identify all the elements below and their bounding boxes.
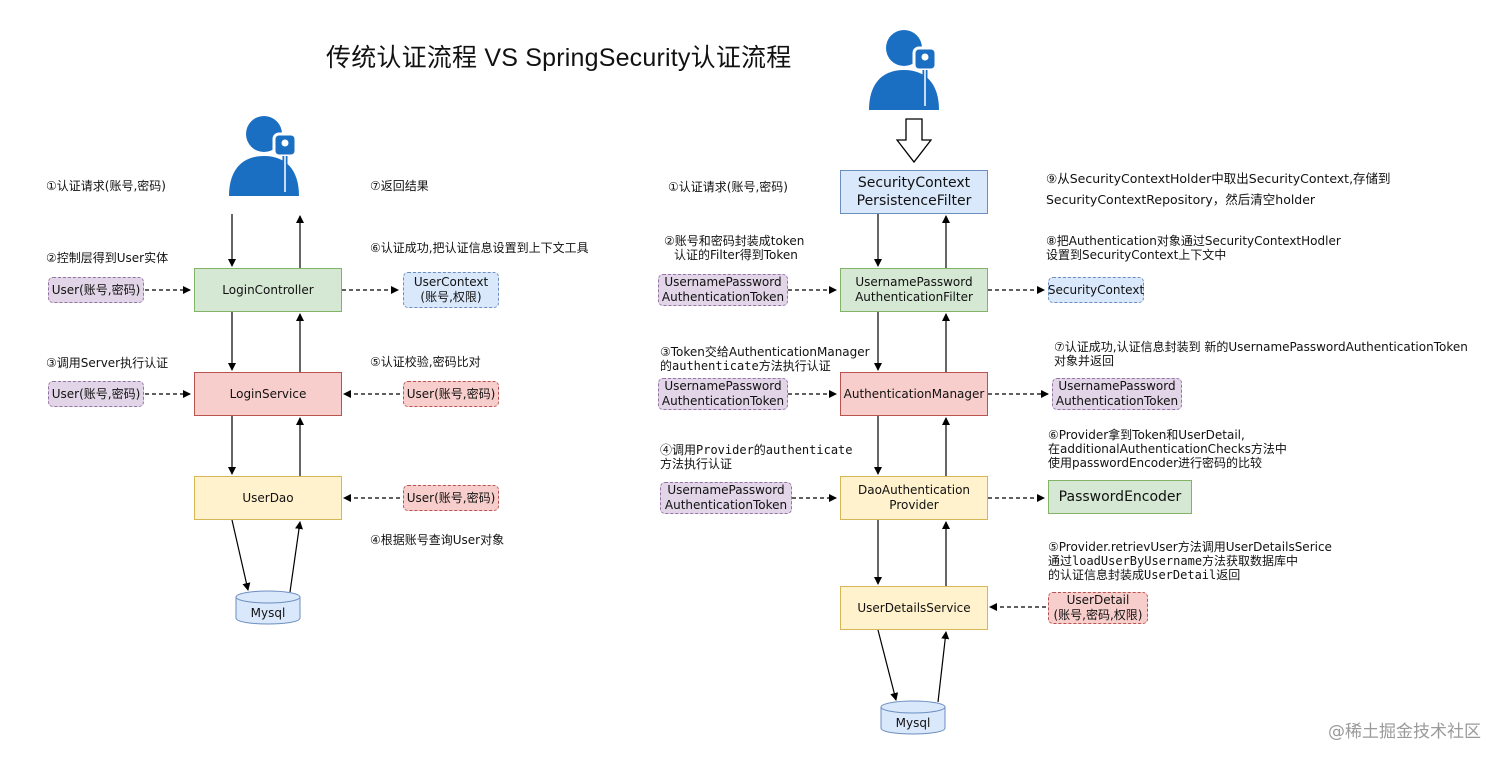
right-step-8: ⑧把Authentication对象通过SecurityContextHodle… [1046, 234, 1341, 262]
user-with-key-icon [869, 30, 939, 110]
right-step-7: ⑦认证成功,认证信息封装到 新的UsernamePasswordAuthenti… [1054, 340, 1468, 368]
dao-user-output: User(账号,密码) [403, 485, 499, 511]
watermark: @稀土掘金技术社区 [1328, 722, 1481, 742]
user-details-service-node: UserDetailsService [840, 586, 988, 630]
left-step-3: ③调用Server执行认证 [46, 356, 169, 370]
service-user-output: User(账号,密码) [403, 381, 499, 407]
mysql-label: Mysql [250, 606, 286, 620]
left-step-1: ①认证请求(账号,密码) [46, 179, 166, 193]
authentication-manager-node: AuthenticationManager [840, 372, 988, 416]
controller-user-input: User(账号,密码) [48, 277, 144, 303]
left-step-2: ②控制层得到User实体 [46, 251, 169, 265]
password-encoder-node: PasswordEncoder [1048, 480, 1192, 514]
security-context-box: SecurityContext [1048, 277, 1144, 303]
user-with-key-icon [229, 116, 299, 196]
login-service-node: LoginService [194, 372, 342, 416]
database-cylinder-icon: Mysql [235, 590, 301, 626]
service-user-input: User(账号,密码) [48, 381, 144, 407]
database-cylinder-icon: Mysql [880, 700, 946, 736]
user-detail-box: UserDetail(账号,密码,权限) [1048, 592, 1148, 624]
right-step-1: ①认证请求(账号,密码) [668, 180, 788, 194]
left-step-5: ⑤认证校验,密码比对 [370, 355, 481, 369]
left-step-4: ④根据账号查询User对象 [370, 533, 505, 547]
hollow-down-arrow-icon [896, 118, 932, 164]
left-step-6: ⑥认证成功,把认证信息设置到上下文工具 [370, 241, 589, 255]
diagram-title: 传统认证流程 VS SpringSecurity认证流程 [326, 44, 792, 72]
mysql-label: Mysql [895, 716, 931, 730]
right-step-9: ⑨从SecurityContextHolder中取出SecurityContex… [1046, 171, 1391, 207]
login-controller-node: LoginController [194, 268, 342, 312]
user-dao-node: UserDao [194, 476, 342, 520]
right-step-5: ⑤Provider.retrievUser方法调用UserDetailsSeri… [1048, 540, 1332, 582]
right-step-6: ⑥Provider拿到Token和UserDetail,在additionalA… [1048, 428, 1287, 470]
user-context-box: UserContext(账号,权限) [403, 272, 499, 308]
left-step-7: ⑦返回结果 [370, 179, 429, 193]
